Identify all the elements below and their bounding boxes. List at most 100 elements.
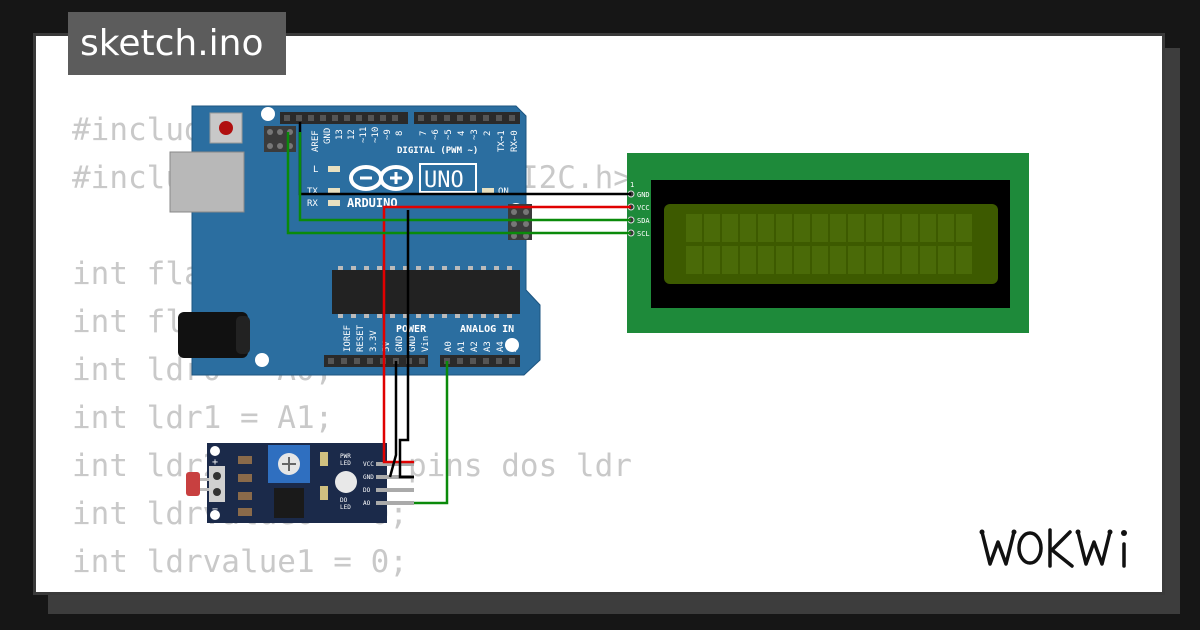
wires xyxy=(286,122,631,505)
lcd-character-cell xyxy=(902,246,918,274)
lcd-pin-vcc-label: VCC xyxy=(637,204,650,212)
wire-ldr-gnd-a[interactable] xyxy=(398,210,414,479)
led-tx xyxy=(328,188,340,194)
lcd-character-cell xyxy=(704,246,720,274)
pin-label-a2: A2 xyxy=(470,341,480,352)
mounting-hole xyxy=(261,107,275,121)
pin-label-gnd: GND xyxy=(323,128,333,144)
code-line: int ldr1 = A1; xyxy=(72,400,334,436)
pin-label-rx: RX←0 xyxy=(510,130,520,152)
pin-label-10: ~10 xyxy=(371,127,381,143)
wokwi-logo xyxy=(979,528,1127,568)
lcd-character-cell xyxy=(794,246,810,274)
ldr-pin-vcc[interactable] xyxy=(376,462,414,466)
pin-label-11: ~11 xyxy=(359,127,369,143)
lcd-character-cell xyxy=(938,246,954,274)
power-header xyxy=(324,355,428,367)
arduino-uno-board[interactable]: AREF GND 13 12 ~11 ~10 ~9 8 7 ~6 ~5 4 ~3… xyxy=(169,105,541,376)
lcd-character-cell xyxy=(812,246,828,274)
pin-label-a0: A0 xyxy=(444,341,454,352)
lcd-character-cell xyxy=(830,246,846,274)
ldr-pin-do[interactable] xyxy=(376,488,414,492)
led-tx-label: TX xyxy=(307,187,318,197)
lcd-character-cell xyxy=(740,246,756,274)
lcd-character-cell xyxy=(722,214,738,242)
wire-lcd-scl[interactable] xyxy=(286,132,631,235)
minus-sign: − xyxy=(212,504,218,515)
pin-label-aref: AREF xyxy=(311,130,321,152)
plus-sign: + xyxy=(212,457,218,468)
module-capacitor xyxy=(335,471,357,493)
lcd-character-cell xyxy=(866,246,882,274)
lcd-character-cell xyxy=(758,214,774,242)
lcd-pin-gnd-label: GND xyxy=(637,191,650,199)
microcontroller-chip xyxy=(332,270,520,314)
ldr-pin-gnd[interactable] xyxy=(376,475,414,479)
led-l-label: L xyxy=(313,165,318,175)
mounting-hole xyxy=(255,353,269,367)
pin-label-5: ~5 xyxy=(444,129,454,140)
led-on-label: ON xyxy=(498,187,509,197)
lcd-character-cell xyxy=(830,214,846,242)
ldr-pin-ao[interactable] xyxy=(376,501,414,505)
pin-label-gnd-1: GND xyxy=(395,336,405,352)
pin-label-4: 4 xyxy=(457,131,467,136)
lcd-character-cell xyxy=(848,214,864,242)
pin-label-13: 13 xyxy=(335,129,345,140)
lcd-pin-scl-label: SCL xyxy=(637,230,650,238)
lcd-character-cell xyxy=(812,214,828,242)
pin-label-2: 2 xyxy=(483,131,493,136)
pin-label-12: 12 xyxy=(347,129,357,140)
ldr-pin-vcc-label: VCC xyxy=(363,461,374,468)
pin-label-a3: A3 xyxy=(483,341,493,352)
analog-header xyxy=(440,355,520,367)
mounting-hole xyxy=(505,338,519,352)
lcd-character-cell xyxy=(884,246,900,274)
pin-label-a4: A4 xyxy=(496,341,506,352)
pin-label-3v3: 3.3V xyxy=(369,330,379,352)
reset-button-cap[interactable] xyxy=(219,121,233,135)
lcd-character-cell xyxy=(848,246,864,274)
lcd-character-cell xyxy=(920,246,936,274)
lcd-pin-1-label: 1 xyxy=(630,181,634,189)
lcd-1602-display[interactable]: 1 GND VCC SDA SCL xyxy=(627,153,1029,333)
ldr-pin-gnd-label: GND xyxy=(363,474,374,481)
do-led xyxy=(320,486,328,500)
lcd-character-cell xyxy=(686,246,702,274)
lcd-character-cell xyxy=(794,214,810,242)
arduino-logo-icon xyxy=(349,165,413,191)
lcd-character-cell xyxy=(704,214,720,242)
board-model-label: UNO xyxy=(424,168,464,193)
digital-header-right xyxy=(414,112,520,124)
led-on xyxy=(482,188,494,194)
pwr-led xyxy=(320,452,328,466)
lcd-character-grid xyxy=(686,214,972,274)
do-led-label-1: DO xyxy=(340,497,348,504)
wire-lcd-sda[interactable] xyxy=(298,132,631,222)
pin-label-9: ~9 xyxy=(383,129,393,140)
led-l xyxy=(328,166,340,172)
wire-ldr-gnd-b[interactable] xyxy=(388,361,398,478)
lcd-character-cell xyxy=(686,214,702,242)
lcd-character-cell xyxy=(884,214,900,242)
lcd-character-cell xyxy=(938,214,954,242)
pin-label-ioref: IOREF xyxy=(343,325,353,352)
pin-label-8: 8 xyxy=(395,131,405,136)
code-line: int ldrvalue1 = 0; xyxy=(72,544,408,580)
ldr-pin-ao-label: AO xyxy=(363,500,371,507)
ldr-sensor-module[interactable]: + − PWR LED DO LED VCC GND DO AO xyxy=(186,443,414,523)
analog-in-label: ANALOG IN xyxy=(460,324,514,335)
wire-ldr-ao[interactable] xyxy=(414,361,449,505)
filename-tab[interactable]: sketch.ino xyxy=(68,12,286,75)
pin-label-a1: A1 xyxy=(457,341,467,352)
lcd-character-cell xyxy=(956,214,972,242)
pin-label-5v: 5V xyxy=(382,341,392,352)
led-rx xyxy=(328,200,340,206)
pin-label-gnd-2: GND xyxy=(408,336,418,352)
lcd-character-cell xyxy=(776,246,792,274)
lcd-character-cell xyxy=(956,246,972,274)
lcd-character-cell xyxy=(920,214,936,242)
power-label: POWER xyxy=(396,324,427,335)
power-jack xyxy=(178,312,248,358)
